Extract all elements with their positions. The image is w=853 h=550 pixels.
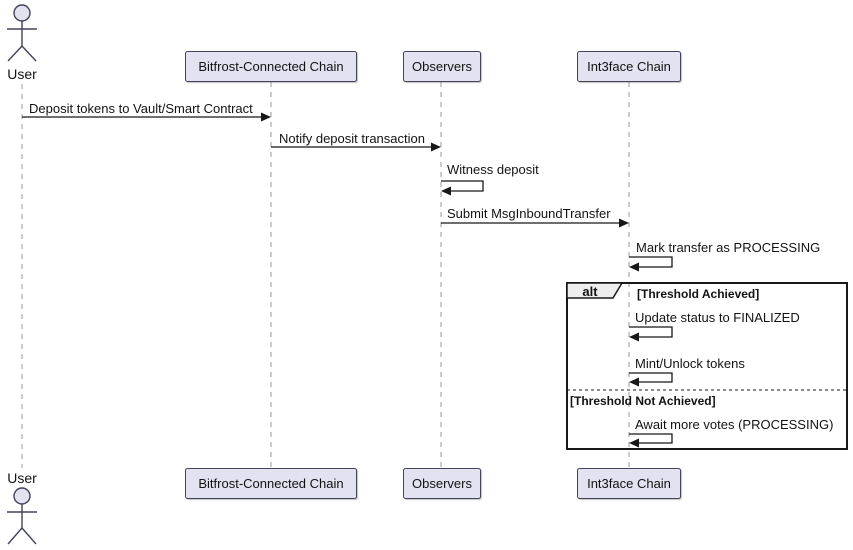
alt-operator-tab: [566, 282, 624, 299]
alt-condition-threshold-achieved: [Threshold Achieved]: [637, 287, 760, 301]
arrowheads: [261, 112, 639, 448]
actor-label-user-top: User: [7, 66, 37, 82]
message-witness-deposit: Witness deposit: [447, 162, 539, 177]
message-arrows: [22, 116, 673, 444]
alt-condition-threshold-not-achieved: [Threshold Not Achieved]: [570, 394, 716, 408]
user-actor-icon: [7, 4, 37, 62]
message-deposit-tokens: Deposit tokens to Vault/Smart Contract: [29, 101, 253, 116]
arrow-witness-deposit-self: [441, 180, 484, 192]
alt-operator-label: alt: [582, 284, 598, 299]
participant-bitfrost-chain-bottom: Bitfrost-Connected Chain: [185, 468, 357, 499]
participant-int3face-chain-top: Int3face Chain: [577, 51, 681, 82]
participant-int3face-chain-bottom: Int3face Chain: [577, 468, 681, 499]
arrow-mark-processing-self: [629, 256, 673, 268]
user-actor-icon-bottom: [7, 487, 37, 545]
message-submit-msginboundtransfer: Submit MsgInboundTransfer: [447, 206, 611, 221]
message-mint-unlock: Mint/Unlock tokens: [635, 356, 745, 371]
message-update-finalized: Update status to FINALIZED: [635, 310, 800, 325]
participant-bitfrost-chain-top: Bitfrost-Connected Chain: [185, 51, 357, 82]
arrow-mint-unlock-self: [629, 372, 673, 383]
message-mark-processing: Mark transfer as PROCESSING: [636, 240, 821, 255]
message-notify-deposit: Notify deposit transaction: [279, 131, 425, 146]
participant-observers-top: Observers: [403, 51, 481, 82]
arrow-update-finalized-self: [629, 326, 673, 338]
participant-observers-bottom: Observers: [403, 468, 481, 499]
actor-label-user-bottom: User: [7, 470, 37, 486]
lifelines: [21, 82, 630, 468]
message-await-votes: Await more votes (PROCESSING): [635, 417, 834, 432]
alt-fragment-frame: [566, 282, 848, 450]
arrow-await-votes-self: [629, 433, 673, 444]
